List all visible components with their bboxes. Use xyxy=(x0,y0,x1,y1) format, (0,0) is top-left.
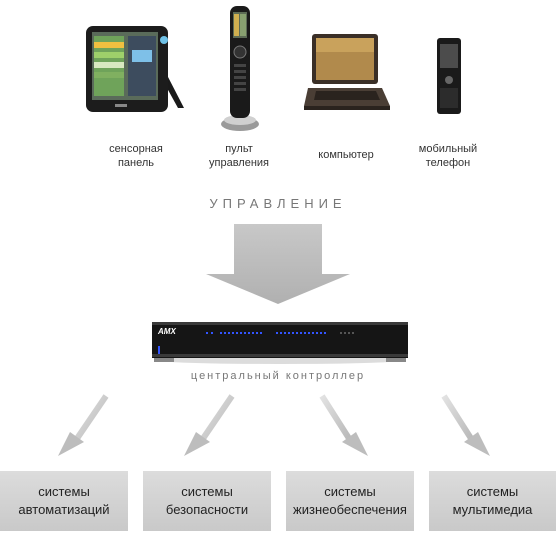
control-title: УПРАВЛЕНИЕ xyxy=(209,196,347,211)
controller-image: AMX xyxy=(152,322,408,364)
laptop-image xyxy=(304,34,390,110)
mobile-phone-image xyxy=(437,38,461,114)
system-box-life-support: системы жизнеобеспечения xyxy=(286,471,414,531)
arrow-to-life-support-icon xyxy=(319,394,368,456)
device-label-remote: пульт управления xyxy=(209,143,269,169)
arrow-to-security-icon xyxy=(184,394,235,456)
arrow-to-automation-icon xyxy=(58,394,109,456)
device-label-computer: компьютер xyxy=(318,149,374,161)
device-label-mobile: мобильный телефон xyxy=(418,143,478,169)
touch-panel-image xyxy=(86,26,184,112)
arrows-to-systems xyxy=(58,394,490,456)
device-label-touch-panel: сенсорная панель xyxy=(109,143,163,169)
system-box-automation: системы автоматизаций xyxy=(0,471,128,531)
system-box-multimedia: системы мультимедиа xyxy=(429,471,556,531)
remote-image xyxy=(221,6,259,131)
controller-label: центральный контроллер xyxy=(190,370,366,382)
down-arrow-icon xyxy=(206,224,350,304)
arrow-to-multimedia-icon xyxy=(441,394,490,456)
controller-brand: AMX xyxy=(157,327,176,336)
system-box-security: системы безопасности xyxy=(143,471,271,531)
